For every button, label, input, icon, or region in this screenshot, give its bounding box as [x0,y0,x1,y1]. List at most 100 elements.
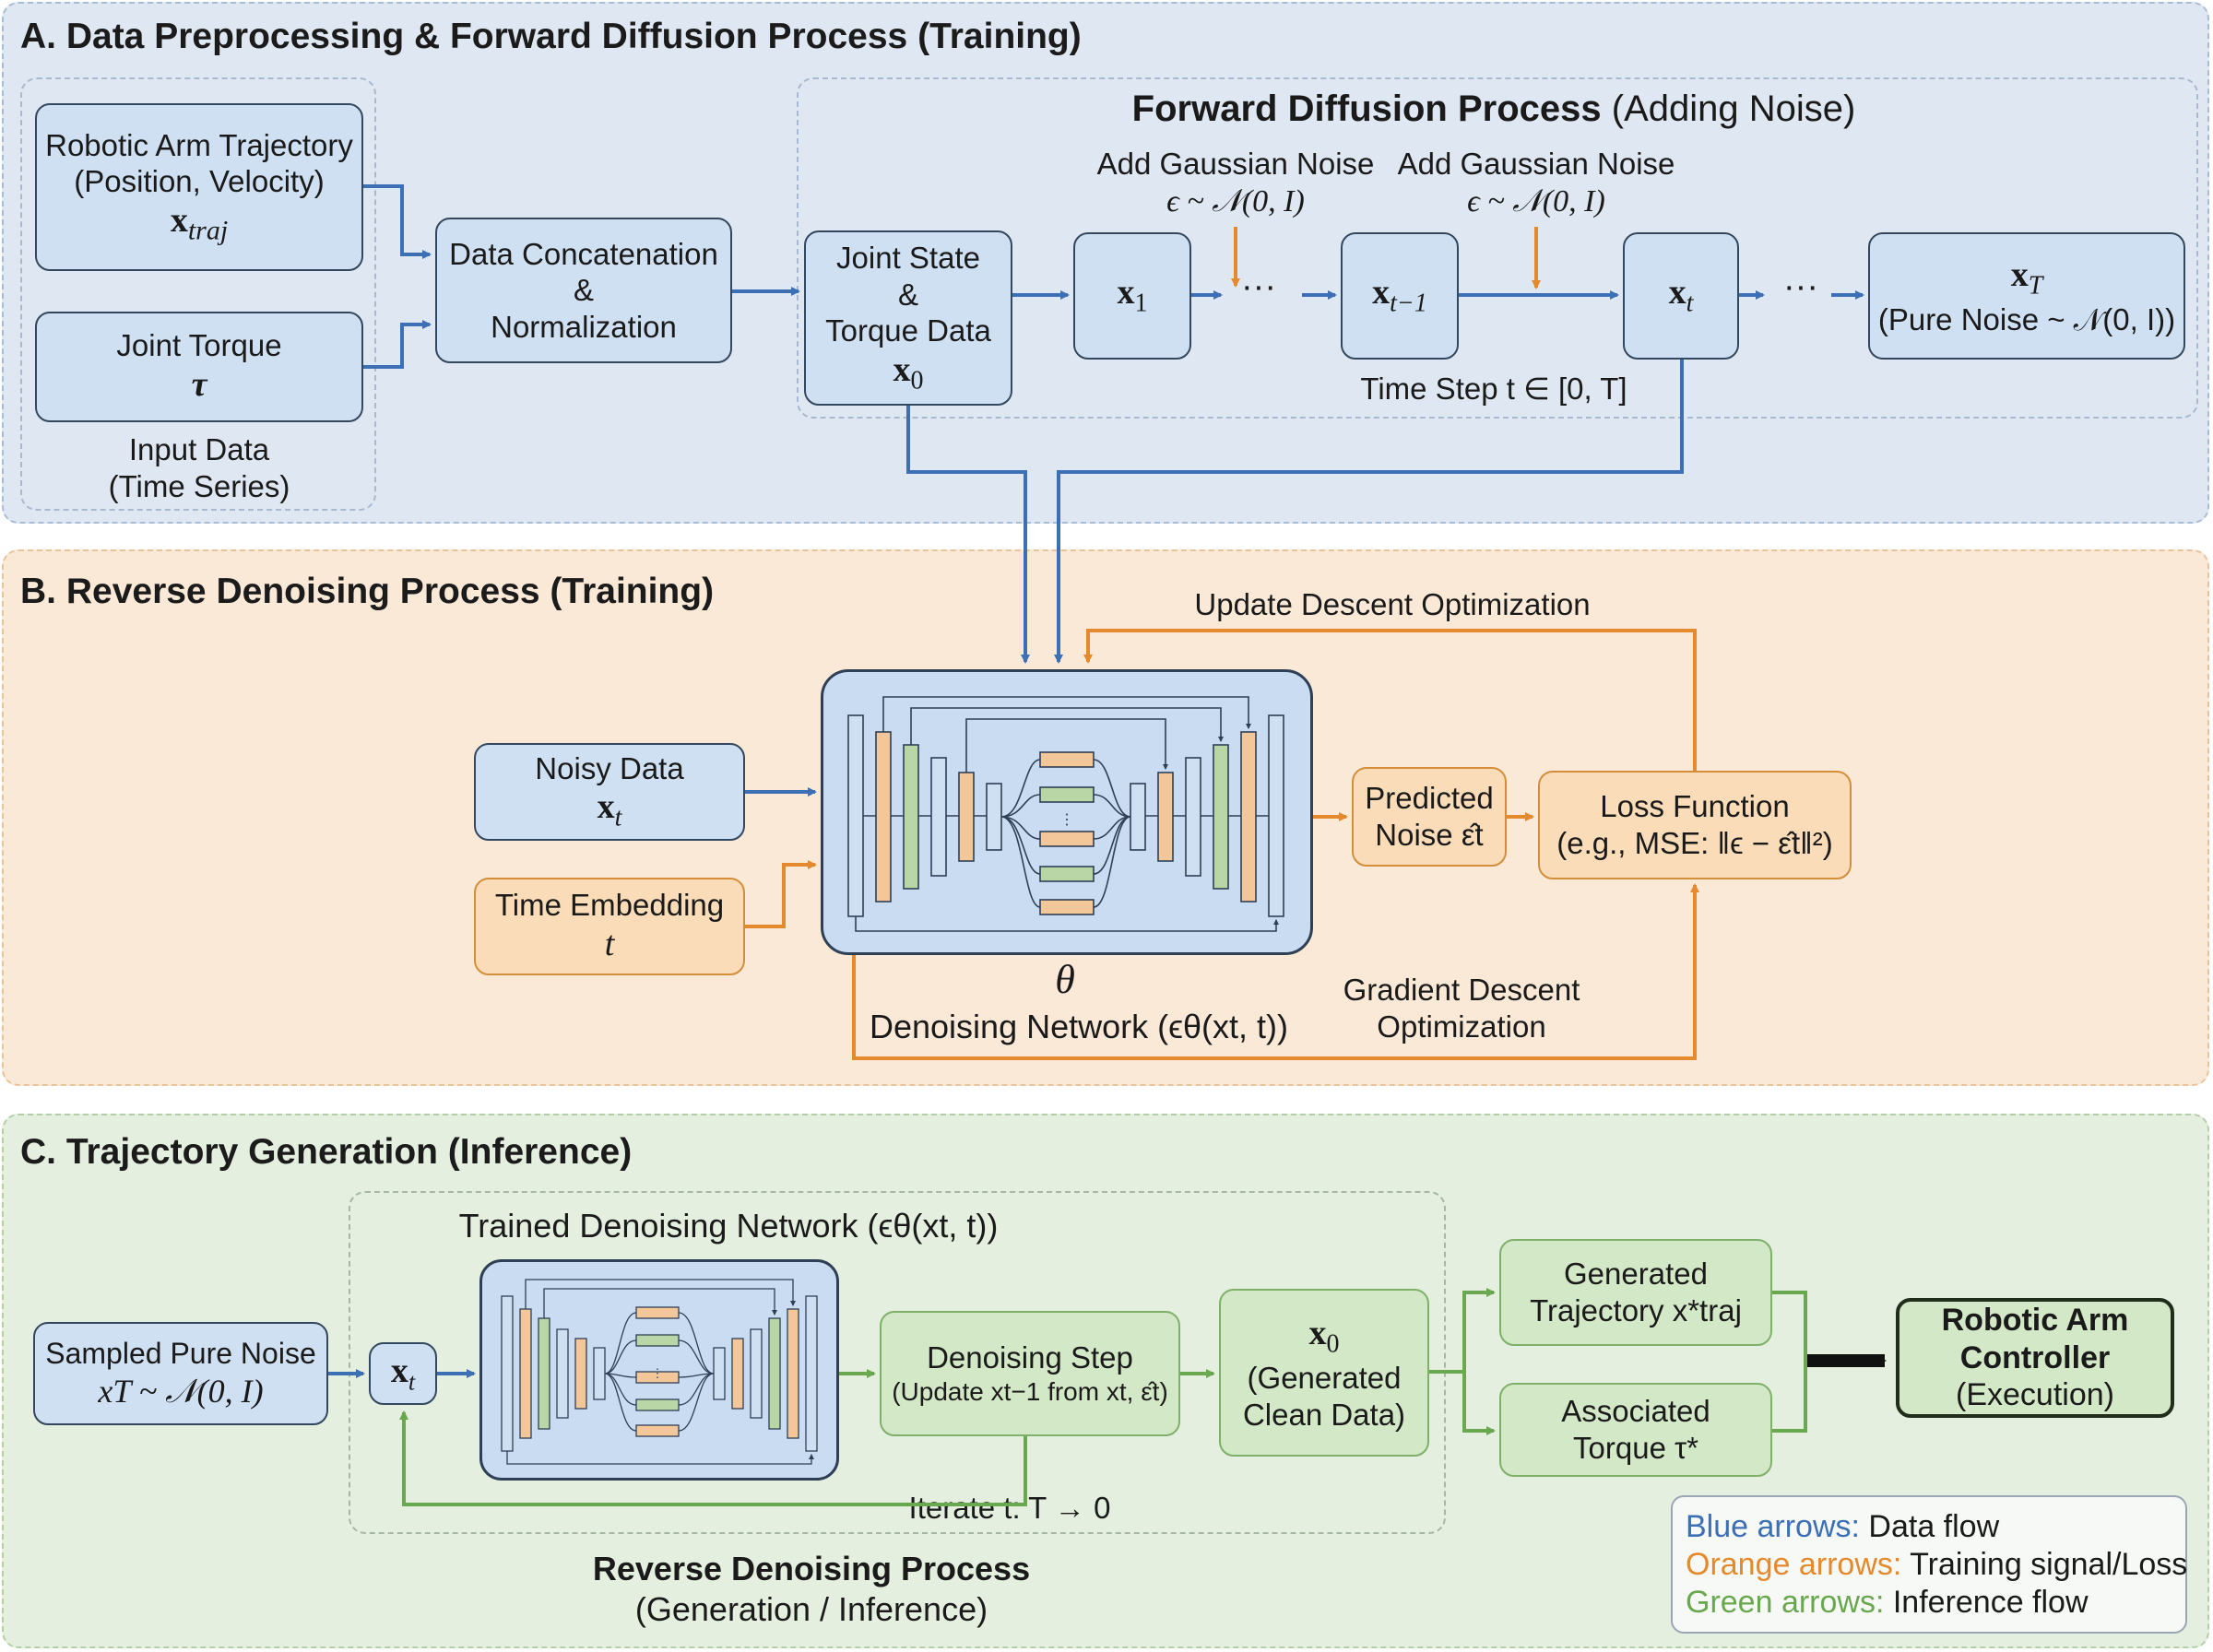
joint-state-line3: Torque Data [825,313,991,348]
controller-line3: (Execution) [1956,1377,2114,1413]
svg-text:⋮: ⋮ [652,1366,664,1380]
joint-torque-box: Joint Torque τ [35,312,363,422]
xT-caption: (Pure Noise ~ 𝒩(0, I)) [1877,301,2176,336]
gradient-line2: Optimization [1377,1009,1546,1044]
unet-glyph-c: ⋮ [501,1279,818,1465]
xt-minus-1-box: xt−1 [1341,232,1459,360]
forward-title: Forward Diffusion Process (Adding Noise) [1088,87,1899,132]
panel-a-title: A. Data Preprocessing & Forward Diffusio… [20,17,1082,56]
svg-text:⋮: ⋮ [1059,812,1074,828]
x0-generated-symbol: x [1308,1313,1327,1352]
xT-subscript: T [2028,271,2043,301]
controller-line1: Robotic Arm [1941,1302,2129,1338]
x1-subscript: 1 [1134,289,1148,318]
generated-line1: Generated [1564,1257,1708,1292]
legend-orange-value: Training signal/Loss [1901,1546,2188,1582]
controller-box: Robotic Arm Controller (Execution) [1896,1298,2174,1418]
xt-inference-subscript: t [408,1368,416,1396]
noise-text-2: Add Gaussian Noise [1397,147,1675,181]
xt-subscript: t [1686,289,1694,318]
legend-green: Green arrows: Inference flow [1686,1584,2172,1622]
time-embedding-label: Time Embedding [494,888,725,923]
trained-network-label: Trained Denoising Network (ϵθ(xt, t)) [458,1207,999,1245]
trajectory-label: Robotic Arm Trajectory [45,127,353,162]
time-embedding-box: Time Embedding t [474,878,745,975]
iterate-label: Iterate t: T → 0 [908,1491,1111,1525]
trajectory-sublabel: (Position, Velocity) [74,164,325,199]
gradient-descent-label: Gradient Descent Optimization [1309,972,1614,1046]
sampled-noise-box: Sampled Pure Noise xT ~ 𝒩(0, I) [33,1322,328,1425]
forward-title-bold: Forward Diffusion Process [1131,88,1602,129]
dots-1: ··· [1241,267,1276,306]
time-symbol: t [604,925,615,963]
step-line1: Denoising Step [927,1340,1133,1375]
theta-label: θ [1055,957,1075,1002]
joint-state-box: Joint State & Torque Data x0 [804,230,1012,406]
legend-blue-value: Data flow [1859,1509,2000,1544]
input-data-caption: Input Data (Time Series) [89,431,310,506]
concat-line3: Normalization [491,309,677,344]
trajectory-symbol: x [170,200,188,240]
x0-symbol: x [893,349,911,389]
xt-inference-box: xt [369,1342,437,1405]
loss-function-box: Loss Function (e.g., MSE: ‖ϵ − ε̂t‖²) [1538,771,1852,879]
noisy-data-box: Noisy Data xt [474,743,745,841]
noise-label-1: Add Gaussian Noise ϵ ~ 𝒩(0, I) [1079,146,1392,221]
reverse-process-group [349,1191,1446,1534]
input-data-group [20,77,376,511]
panel-b-title: B. Reverse Denoising Process (Training) [20,572,715,611]
legend-green-value: Inference flow [1884,1584,2089,1620]
unet-glyph-b: ⋮ [847,696,1284,932]
dots-2: ··· [1783,267,1818,306]
associated-torque-box: Associated Torque τ* [1499,1383,1772,1477]
denoising-step-box: Denoising Step (Update xt−1 from xt, ε̂t… [880,1311,1180,1436]
legend: Blue arrows: Data flow Orange arrows: Tr… [1671,1495,2187,1634]
concat-line2: & [573,273,594,308]
predicted-line2: Noise ε̂t [1375,818,1484,852]
legend-blue-key: Blue arrows: [1686,1509,1860,1544]
reverse-subtitle: (Generation / Inference) [634,1589,988,1628]
xT-box: xT (Pure Noise ~ 𝒩(0, I)) [1868,232,2185,360]
xt-inference-symbol: x [390,1351,408,1391]
input-data-line1: Input Data [128,432,270,466]
legend-blue: Blue arrows: Data flow [1686,1508,2172,1546]
concat-box: Data Concatenation & Normalization [435,218,732,363]
sampled-line1: Sampled Pure Noise [45,1337,316,1371]
legend-orange: Orange arrows: Training signal/Loss [1686,1546,2187,1584]
section-b-orange-arrows [745,629,1699,1060]
x0-generated-box: x0 (Generated Clean Data) [1219,1289,1429,1457]
controller-line2: Controller [1959,1339,2111,1375]
x1-box: x1 [1073,232,1191,360]
noise-text-1: Add Gaussian Noise [1096,147,1375,181]
sampled-line2: xT ~ 𝒩(0, I) [98,1372,264,1410]
x1-symbol: x [1117,273,1135,313]
x0-generated-line2: Clean Data) [1242,1397,1406,1432]
gradient-line1: Gradient Descent [1343,973,1580,1007]
legend-orange-key: Orange arrows: [1686,1546,1902,1582]
section-c-green-arrows [399,1288,1807,1506]
noise-formula-1: ϵ ~ 𝒩(0, I) [1166,184,1305,219]
xT-symbol: x [2010,254,2029,294]
xt-box: xt [1623,232,1739,360]
noisy-data-label: Noisy Data [535,750,684,785]
section-a-arrows [363,184,1864,664]
generated-line2: Trajectory x*traj [1530,1293,1742,1328]
generated-trajectory-box: Generated Trajectory x*traj [1499,1239,1772,1346]
concat-line1: Data Concatenation [449,236,718,271]
update-descent-label: Update Descent Optimization [1194,587,1591,621]
x0-subscript: 0 [910,366,924,395]
joint-torque-label: Joint Torque [116,328,282,363]
predicted-noise-box: Predicted Noise ε̂t [1352,767,1507,867]
associated-line2: Torque τ* [1573,1431,1698,1465]
timestep-label: Time Step t ∈ [0, T] [1360,372,1627,406]
trajectory-box: Robotic Arm Trajectory (Position, Veloci… [35,103,363,271]
input-data-line2: (Time Series) [108,469,290,504]
legend-green-key: Green arrows: [1686,1584,1885,1620]
trajectory-subscript: traj [187,215,229,246]
reverse-title: Reverse Denoising Process [592,1550,1031,1587]
x0-generated-line1: (Generated [1247,1361,1402,1395]
network-caption: Denoising Network (ϵθ(xt, t)) [869,1008,1289,1045]
associated-line1: Associated [1561,1394,1710,1429]
xt-symbol: x [1668,273,1686,313]
